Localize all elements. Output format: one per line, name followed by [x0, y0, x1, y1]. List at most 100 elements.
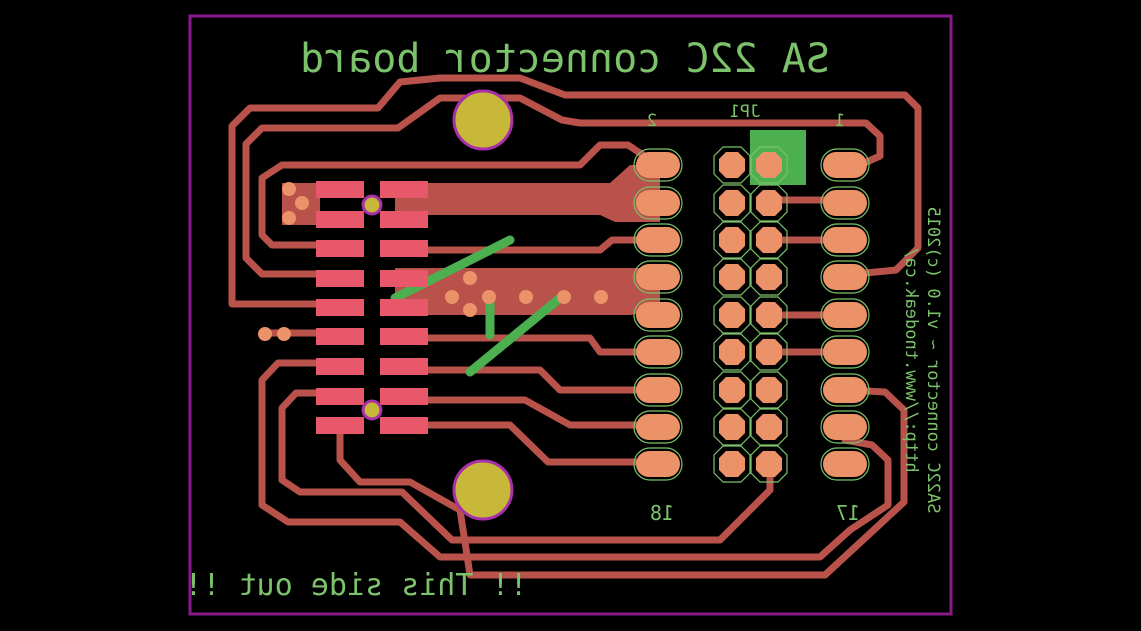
tht-pad	[636, 377, 680, 403]
smd-pad	[380, 358, 428, 375]
via	[463, 271, 477, 285]
smd-pad	[380, 417, 428, 434]
pad-outline	[750, 258, 788, 296]
pad-outline	[633, 223, 683, 257]
header-pin	[719, 339, 745, 365]
silk-line	[390, 235, 515, 303]
trace	[258, 141, 662, 249]
side-text-line1: SA22C connector ~ v1.0 (c)2015	[923, 206, 943, 513]
pad-outline	[713, 184, 751, 222]
tht-pad	[823, 302, 867, 328]
trace	[258, 359, 892, 561]
vias	[258, 182, 608, 341]
header-2x9	[713, 146, 788, 483]
header-pin	[756, 264, 782, 290]
mounting-hole	[452, 459, 514, 521]
smd-pad	[316, 181, 364, 198]
mounting-hole	[452, 89, 514, 151]
smd-pad	[316, 211, 364, 228]
trace	[424, 421, 662, 466]
trace	[424, 366, 662, 394]
tht-pad	[636, 227, 680, 253]
smd-pad	[380, 270, 428, 287]
smd-pad	[316, 417, 364, 434]
tht-pad	[823, 414, 867, 440]
pad-outline	[750, 333, 788, 371]
locating-hole	[361, 399, 383, 421]
trace	[278, 389, 774, 544]
board-title: SA 22C connector board	[300, 36, 830, 82]
pad-outline	[820, 447, 870, 481]
smd-pads	[316, 181, 428, 434]
tht-column-right	[820, 148, 870, 481]
pad-outline	[820, 186, 870, 220]
trace	[242, 94, 884, 278]
tht-pad	[823, 190, 867, 216]
pin-label-17: 17	[836, 501, 860, 525]
pad-outline	[750, 371, 788, 409]
header-pin	[719, 190, 745, 216]
pad-outline	[820, 223, 870, 257]
tht-pad	[823, 339, 867, 365]
header-pin	[719, 414, 745, 440]
pad-outline	[713, 296, 751, 334]
connector-label: JP1	[730, 102, 761, 122]
locating-hole	[361, 194, 383, 216]
pad-outline	[633, 260, 683, 294]
tht-pad	[636, 414, 680, 440]
pad-outline	[750, 221, 788, 259]
smd-pad	[316, 388, 364, 405]
tht-pad	[823, 227, 867, 253]
tht-pad	[636, 152, 680, 178]
tht-pad	[636, 451, 680, 477]
pad-outline	[713, 146, 751, 184]
smd-pad	[380, 240, 428, 257]
via	[295, 196, 309, 210]
tht-column-left	[633, 148, 683, 481]
tht-pad	[636, 302, 680, 328]
pad-outline	[750, 296, 788, 334]
pad-outline	[750, 408, 788, 446]
via	[258, 327, 272, 341]
pad-outline	[820, 260, 870, 294]
pad-outline	[820, 335, 870, 369]
smd-pad	[316, 358, 364, 375]
trace	[424, 396, 662, 429]
smd-pad	[380, 299, 428, 316]
pad-outline	[713, 333, 751, 371]
header-pin	[756, 152, 782, 178]
via	[282, 182, 296, 196]
trace	[424, 236, 662, 254]
tht-pad	[823, 451, 867, 477]
header-pin	[756, 339, 782, 365]
header-pin	[756, 414, 782, 440]
header-pin	[756, 377, 782, 403]
header-pin	[719, 264, 745, 290]
via	[594, 290, 608, 304]
pin-label-18: 18	[650, 501, 674, 525]
tht-pad	[823, 377, 867, 403]
smd-pad	[316, 270, 364, 287]
smd-pad	[316, 240, 364, 257]
pad-outline	[633, 186, 683, 220]
pad-outline	[820, 410, 870, 444]
pin-label-2: 2	[647, 111, 657, 131]
header-pin	[756, 451, 782, 477]
via	[277, 327, 291, 341]
header-pin	[719, 152, 745, 178]
tht-pad	[636, 190, 680, 216]
pad-outline	[713, 445, 751, 483]
via	[445, 290, 459, 304]
copper-pour	[395, 165, 660, 222]
board-outline	[188, 14, 953, 616]
silk-line	[465, 293, 565, 377]
tht-pad	[823, 264, 867, 290]
tht-pad	[823, 152, 867, 178]
via	[519, 290, 533, 304]
pad-outline	[750, 445, 788, 483]
pin-label-1: 1	[835, 111, 845, 131]
pad-outline	[633, 148, 683, 182]
tht-pad	[636, 339, 680, 365]
smd-pad	[380, 181, 428, 198]
